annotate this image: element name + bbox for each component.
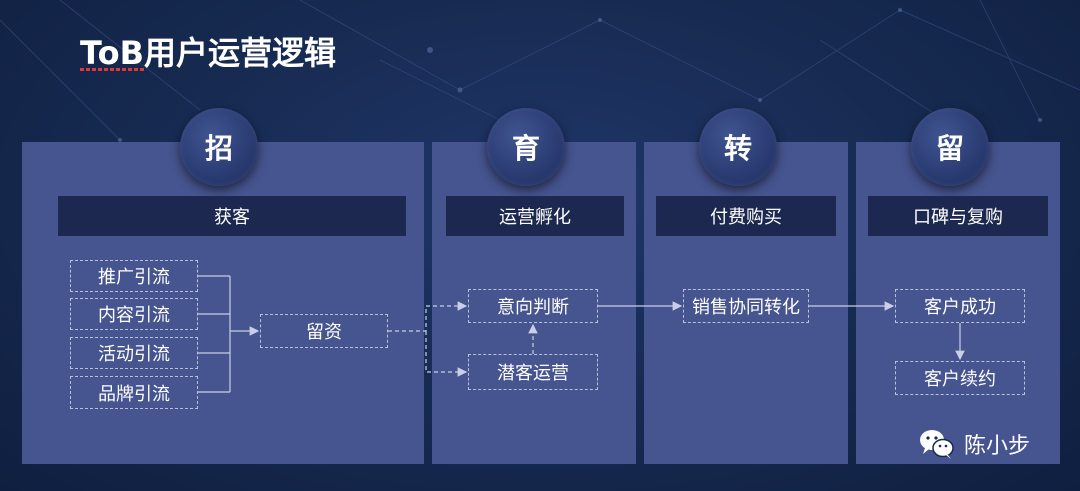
source-box-event: 活动引流: [70, 337, 198, 369]
stage-header-retain: 口碑与复购: [868, 196, 1048, 236]
wechat-icon: [920, 430, 954, 459]
stage-header-attract: 获客: [58, 196, 406, 236]
stage-panel-attract: [22, 142, 424, 464]
node-sales-conversion: 销售协同转化: [683, 289, 809, 323]
stage-circle-attract: 招: [180, 108, 258, 186]
node-retain-info: 留资: [260, 314, 388, 348]
node-customer-success: 客户成功: [895, 289, 1025, 323]
watermark: 陈小步: [918, 428, 1030, 460]
stage-header-nurture: 运营孵化: [446, 196, 624, 236]
node-intent-judgment: 意向判断: [468, 289, 598, 323]
page-title: ToB用户运营逻辑: [80, 34, 336, 72]
source-box-brand: 品牌引流: [70, 376, 198, 409]
watermark-text: 陈小步: [964, 434, 1031, 459]
stage-circle-convert: 转: [699, 108, 777, 186]
spellcheck-underline: [80, 68, 144, 71]
stage-circle-nurture: 育: [487, 108, 565, 186]
stage-circle-retain: 留: [911, 108, 989, 186]
source-box-content: 内容引流: [70, 298, 198, 330]
stage-header-convert: 付费购买: [656, 196, 836, 236]
node-potential-ops: 潜客运营: [468, 354, 598, 390]
node-customer-renewal: 客户续约: [895, 361, 1025, 395]
source-box-promotion: 推广引流: [70, 260, 198, 292]
